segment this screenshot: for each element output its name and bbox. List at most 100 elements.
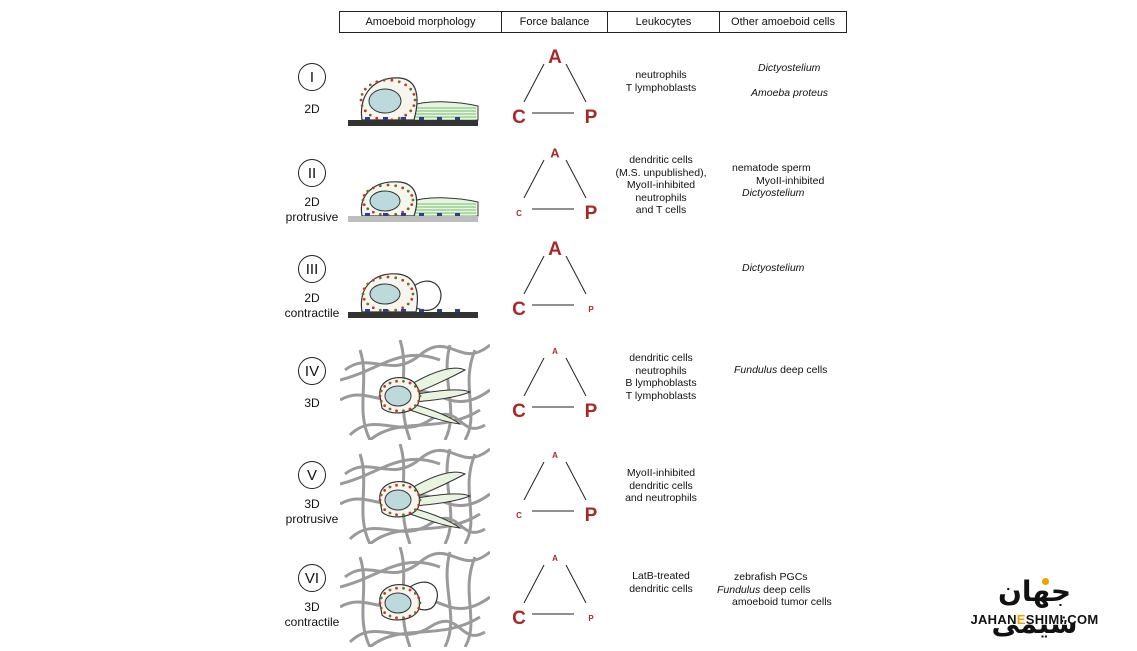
adhesion (383, 117, 388, 120)
matrix-fiber (463, 556, 477, 647)
cortex-dot (383, 591, 387, 595)
cortex-dot (378, 394, 382, 398)
leukocyte-list: dendritic cells(M.S. unpublished),MyoII-… (596, 154, 726, 217)
watermark-latin-mid: E (1016, 612, 1026, 627)
cortex-dot (383, 488, 387, 492)
cortex-dot (413, 508, 417, 512)
cortex-dot (410, 193, 414, 197)
pseudopod (409, 507, 462, 529)
adhesion (383, 213, 388, 216)
leukocyte-item: dendritic cells (629, 352, 693, 364)
cortex-dot (360, 104, 364, 108)
cortex-dot (362, 193, 366, 197)
adhesion (401, 213, 406, 216)
cortex-dot (401, 306, 405, 310)
other-cell-suffix: deep cells (760, 583, 811, 596)
condition-line: 3D (304, 600, 320, 614)
other-cell-name: Dictyostelium (742, 262, 805, 274)
other-cell-name: Fundulus (717, 583, 761, 596)
adhesion (455, 213, 460, 216)
cortex-dot (406, 189, 410, 193)
cortex-dot (408, 485, 412, 489)
force-label-c: C (512, 608, 526, 629)
row-numeral: III (298, 255, 326, 283)
matrix-fiber (358, 349, 372, 440)
matrix-fiber (344, 343, 490, 372)
adhesion (365, 309, 370, 312)
force-label-c: C (516, 511, 522, 520)
condition-line: protrusive (285, 512, 339, 526)
row-numeral: V (298, 461, 326, 489)
watermark-latin-right: SHIMI.COM (1025, 612, 1099, 627)
cortex-dot (395, 409, 398, 413)
adhesion (437, 309, 442, 312)
condition-line: 3D (304, 396, 320, 410)
adhesion (455, 117, 460, 120)
pseudopod (409, 471, 467, 497)
cortex-dot (388, 381, 392, 385)
cortex-dot (402, 616, 405, 620)
force-label-c: C (512, 299, 526, 320)
cortex-dot (402, 409, 405, 413)
cortex-dot (371, 278, 375, 282)
force-label-p: P (585, 203, 598, 224)
substrate (348, 120, 478, 126)
other-cell-item: nematode sperm (706, 162, 876, 175)
cortex-dot (378, 308, 382, 312)
cortex-dot (378, 498, 382, 502)
other-cell-item: Dictyostelium (706, 187, 876, 200)
cortex-dot (375, 80, 379, 84)
force-label-a: A (548, 239, 562, 260)
cortex-dot (411, 292, 415, 296)
condition-line: protrusive (285, 210, 339, 224)
cortex-dot (388, 511, 392, 515)
other-cell-item: MyoII-inhibited (706, 175, 876, 188)
cortex-dot (368, 113, 372, 117)
triangle-edge-ac (523, 461, 545, 501)
substrate (348, 312, 478, 318)
triangle-edge-ap (565, 564, 587, 604)
leukocyte-item: neutrophils (635, 364, 687, 377)
leukocyte-item: T lymphoblasts (625, 389, 697, 402)
cortex-dot (371, 306, 375, 310)
adhesion (365, 213, 370, 216)
other-cell-name: Dictyostelium (758, 62, 821, 74)
cortex-dot (366, 207, 370, 211)
cortex-dot (362, 287, 366, 291)
header-force-balance: Force balance (502, 12, 608, 32)
force-label-p: P (585, 107, 598, 128)
nucleus (384, 385, 412, 407)
cortex-dot (379, 596, 383, 600)
other-cell-item: Dictyostelium (706, 62, 876, 75)
cortex-dot (417, 606, 421, 610)
matrix-fiber (463, 453, 477, 544)
adhesion (437, 117, 442, 120)
cortex-dot (371, 186, 375, 190)
cortex-dot (363, 109, 367, 113)
cortex-dot (362, 297, 366, 301)
cortex-dot (388, 588, 392, 592)
triangle-edge-ac (523, 63, 545, 103)
leukocyte-item: neutrophils (635, 191, 687, 204)
cortex-dot (402, 483, 405, 487)
row-condition: 3D (262, 396, 362, 411)
cortex-dot (363, 87, 367, 91)
cortex-dot (408, 614, 412, 618)
cortex-dot (404, 83, 408, 87)
pseudopod (409, 367, 467, 393)
cortex-dot (379, 606, 383, 610)
cortex-dot (410, 203, 414, 207)
adhesion (365, 117, 370, 120)
cortex-dot (388, 407, 392, 411)
force-label-c: C (512, 401, 526, 422)
matrix-fiber (344, 447, 490, 476)
cortex-dot (418, 601, 422, 605)
